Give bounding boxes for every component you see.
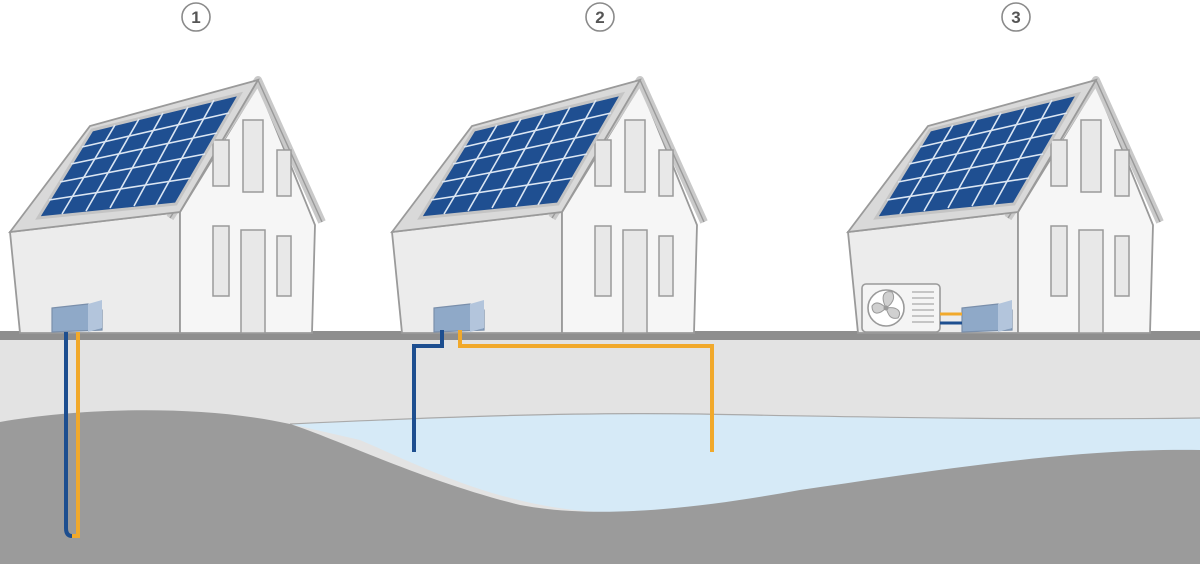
badge-label: 2 (595, 8, 604, 27)
fan-icon (867, 289, 905, 327)
badge-1: 1 (181, 2, 211, 32)
borehole-pipes (64, 332, 80, 538)
badge-2: 2 (585, 2, 615, 32)
badge-label: 1 (191, 8, 200, 27)
house-2 (392, 80, 704, 333)
ground-surface-line (0, 331, 1200, 340)
groundwater-layer (290, 413, 1200, 513)
house-1 (10, 80, 322, 333)
groundwater-outline (289, 413, 1200, 425)
badge-label: 3 (1011, 8, 1020, 27)
bedrock-layer (0, 410, 1200, 564)
groundwater-pipes (412, 330, 714, 452)
badge-3: 3 (1001, 2, 1031, 32)
air-source-unit (861, 283, 962, 333)
